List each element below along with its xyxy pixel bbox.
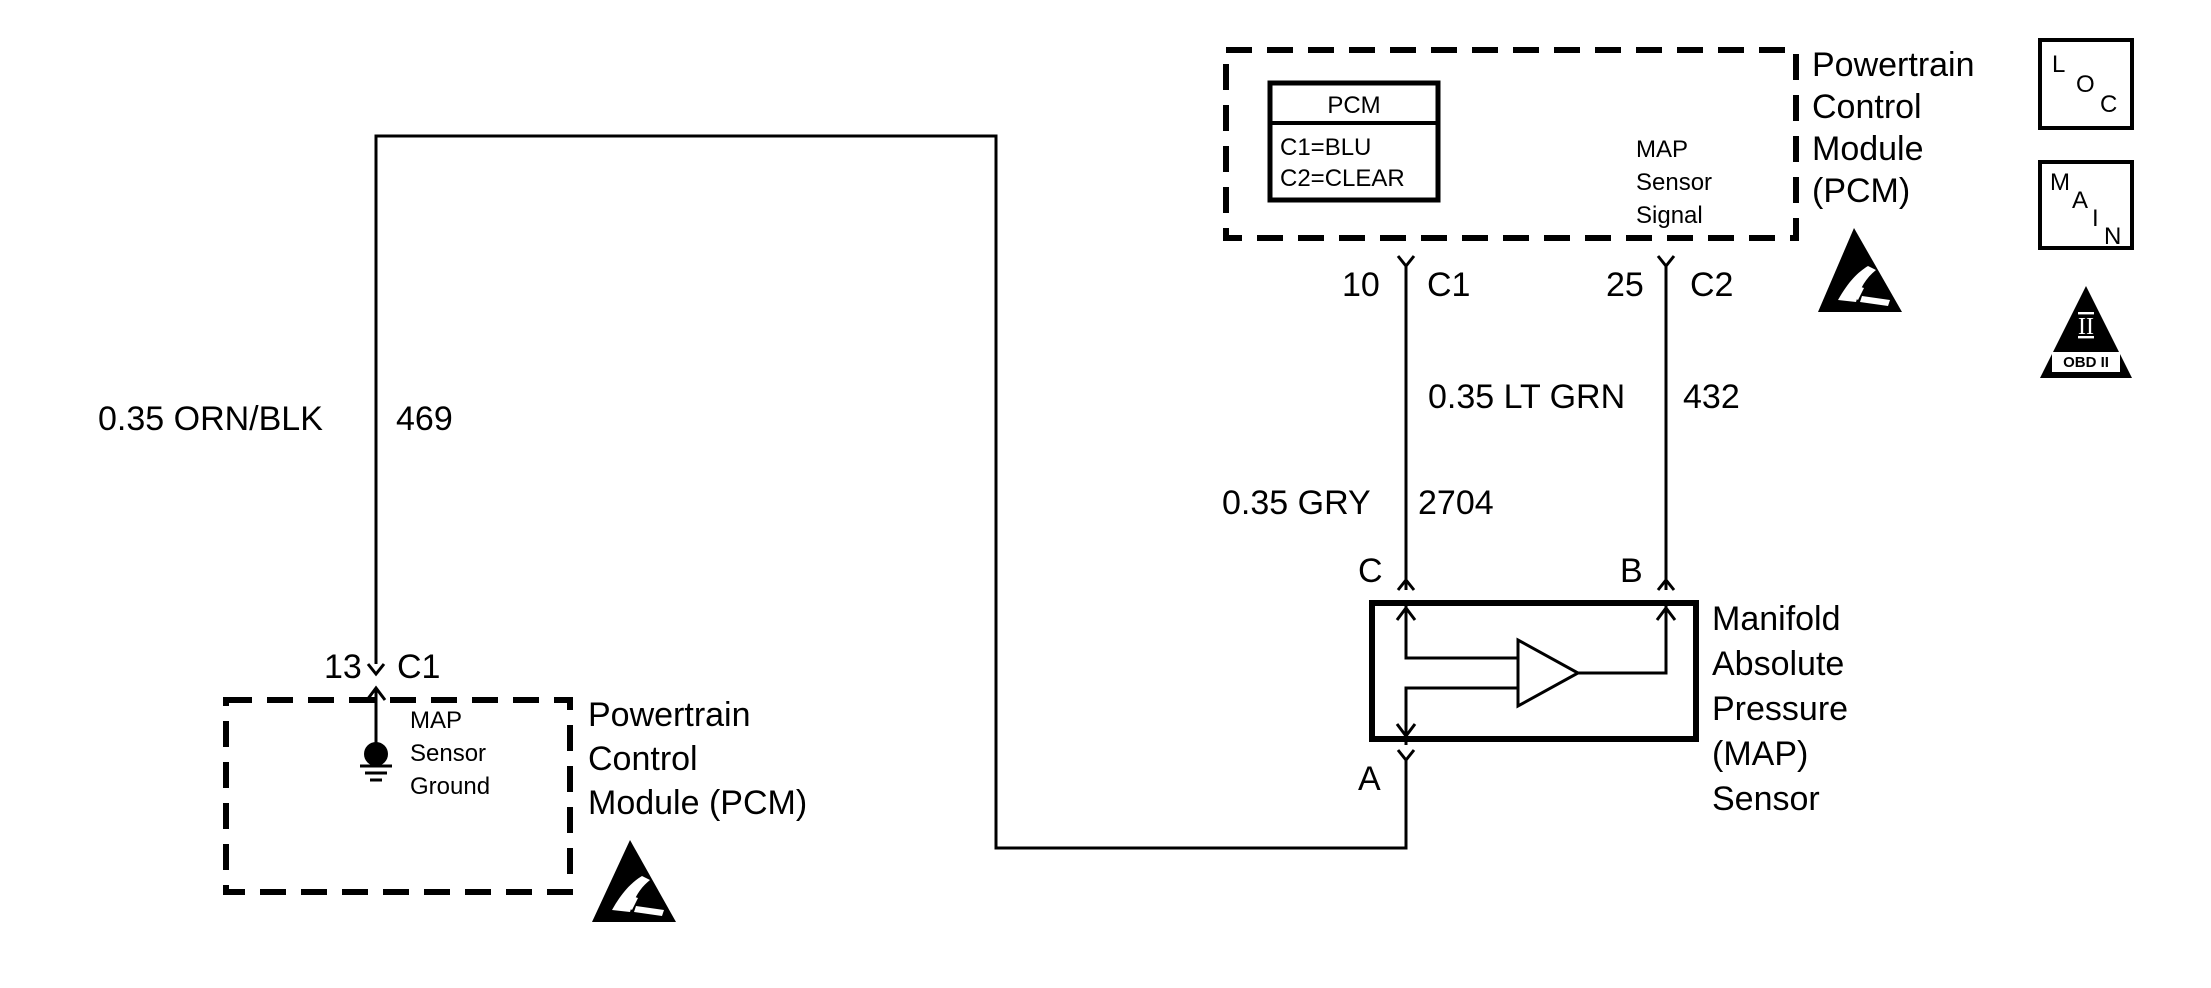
pcm-top-title-line-2: Control xyxy=(1812,88,1922,126)
wire-lt-grn-desc: 0.35 LT GRN xyxy=(1428,378,1625,416)
pcm-bottom-title-line-1: Powertrain xyxy=(588,696,751,734)
sensor-pin-c-arrow xyxy=(1395,605,1417,621)
obd-ii-label-box xyxy=(2052,352,2120,372)
connector-chevron-b xyxy=(1656,577,1676,591)
main-letter-n: N xyxy=(2104,223,2121,250)
sensor-pin-b-trace xyxy=(1578,600,1668,675)
obd-ii-label: OBD II xyxy=(2063,354,2109,371)
main-letter-a: A xyxy=(2072,187,2088,214)
obd-ii-numeral: II xyxy=(2078,314,2094,340)
wire-orn-blk-desc: 0.35 ORN/BLK xyxy=(98,400,323,438)
sensor-pin-b: B xyxy=(1620,552,1643,590)
pcm-bottom-title-line-2: Control xyxy=(588,740,698,778)
sensor-pin-a: A xyxy=(1358,760,1381,798)
map-sensor-title-line-5: Sensor xyxy=(1712,780,1820,818)
sensor-pin-c-trace xyxy=(1404,600,1518,660)
pcm-connector-c1-top: C1 xyxy=(1427,266,1470,304)
connector-chevron-c1-bottom xyxy=(366,663,386,677)
pcm-legend-header: PCM xyxy=(1327,92,1380,119)
main-letter-m: M xyxy=(2050,169,2070,196)
pcm-map-signal-label: MAP Sensor Signal xyxy=(1636,136,1712,229)
pcm-top-title-line-3: Module xyxy=(1812,130,1924,168)
ground-icon xyxy=(360,685,392,782)
loc-letter-o: O xyxy=(2076,71,2095,98)
map-sensor-title: Manifold Absolute Pressure (MAP) Sensor xyxy=(1712,600,1848,818)
loc-icon: L O C xyxy=(2038,38,2134,130)
map-ground-line-2: Sensor xyxy=(410,740,486,767)
map-ground-line-1: MAP xyxy=(410,707,462,734)
wire-orn-blk-469 xyxy=(374,134,1408,850)
wire-orn-blk-circuit: 469 xyxy=(396,400,453,438)
wire-gry-desc: 0.35 GRY xyxy=(1222,484,1371,522)
sensor-pin-c: C xyxy=(1358,552,1383,590)
map-ground-line-3: Ground xyxy=(410,773,490,800)
map-ground-label: MAP Sensor Ground xyxy=(410,707,490,800)
pcm-bottom-dashed-boundary xyxy=(223,697,573,895)
pcm-pin-13: 13 xyxy=(324,648,362,686)
pcm-top-module: PCM C1=BLU C2=CLEAR MAP Sensor Signal Po… xyxy=(1223,46,1975,312)
pcm-top-dashed-boundary xyxy=(1223,47,1799,241)
pcm-connector-legend: PCM C1=BLU C2=CLEAR xyxy=(1267,80,1441,203)
connector-chevron-c xyxy=(1396,577,1416,591)
pcm-connector-c1-bottom: C1 xyxy=(397,648,440,686)
amplifier-icon xyxy=(1516,637,1582,709)
main-icon-box xyxy=(2038,160,2134,250)
pcm-top-title-line-4: (PCM) xyxy=(1812,172,1910,210)
pcm-legend-c1: C1=BLU xyxy=(1280,134,1371,161)
map-signal-line-1: MAP xyxy=(1636,136,1688,163)
pcm-top-title: Powertrain Control Module (PCM) xyxy=(1812,46,1975,210)
sensor-pin-a-trace xyxy=(1404,686,1518,745)
wire-gry-circuit: 2704 xyxy=(1418,484,1494,522)
pcm-pin-10: 10 xyxy=(1342,266,1380,304)
obd-ii-icon: II OBD II xyxy=(2040,286,2132,378)
pcm-legend-c2: C2=CLEAR xyxy=(1280,165,1405,192)
map-signal-line-3: Signal xyxy=(1636,202,1703,229)
loc-icon-box xyxy=(2038,38,2134,130)
pcm-bottom-title-line-3: Module (PCM) xyxy=(588,784,807,822)
pcm-bottom-module: MAP Sensor Ground xyxy=(223,685,573,895)
sensor-pin-b-arrow xyxy=(1655,605,1677,621)
pcm-top-title-line-1: Powertrain xyxy=(1812,46,1975,84)
map-sensor xyxy=(1369,600,1699,745)
map-signal-line-2: Sensor xyxy=(1636,169,1712,196)
pcm-bottom-title: Powertrain Control Module (PCM) xyxy=(588,696,807,822)
pcm-pin-25: 25 xyxy=(1606,266,1644,304)
map-sensor-title-line-1: Manifold xyxy=(1712,600,1841,638)
wire-lt-grn-circuit: 432 xyxy=(1683,378,1740,416)
map-sensor-title-line-3: Pressure xyxy=(1712,690,1848,728)
pcm-connector-c2: C2 xyxy=(1690,266,1733,304)
main-letter-i: I xyxy=(2092,205,2099,232)
map-sensor-title-line-2: Absolute xyxy=(1712,645,1844,683)
loc-letter-c: C xyxy=(2100,91,2117,118)
map-sensor-title-line-4: (MAP) xyxy=(1712,735,1808,773)
esd-icon xyxy=(592,840,676,922)
pcm-legend-box xyxy=(1267,80,1441,203)
esd-icon xyxy=(1818,228,1902,312)
sensor-pin-a-arrow xyxy=(1395,723,1417,739)
main-icon: M A I N xyxy=(2038,160,2134,250)
loc-letter-l: L xyxy=(2052,51,2065,78)
